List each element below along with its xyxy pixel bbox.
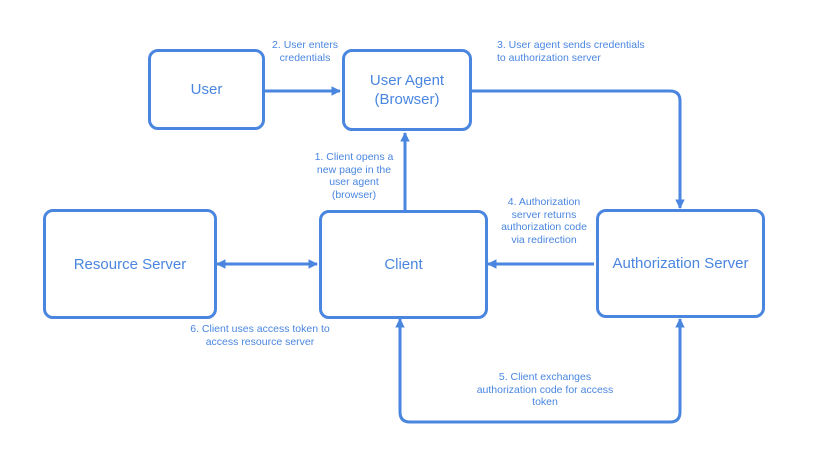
step-5-label: 5. Client exchanges authorization code f… xyxy=(476,371,614,408)
step-6-label: 6. Client uses access token to access re… xyxy=(190,323,330,348)
arrow-client-authorization-server-exchange xyxy=(395,318,685,424)
client-node: Client xyxy=(319,210,488,319)
authorization-server-node: Authorization Server xyxy=(596,209,765,318)
step-3-label: 3. User agent sends credentials to autho… xyxy=(497,39,645,64)
user-node: User xyxy=(148,49,265,130)
step-4-label: 4. Authorization server returns authoriz… xyxy=(501,196,587,246)
resource-server-node: Resource Server xyxy=(43,209,217,319)
user-agent-node: User Agent (Browser) xyxy=(342,49,472,131)
step-1-label: 1. Client opens a new page in the user a… xyxy=(314,151,394,201)
step-2-label: 2. User enters credentials xyxy=(272,39,338,64)
arrow-user-agent-to-authorization-server xyxy=(472,89,685,209)
